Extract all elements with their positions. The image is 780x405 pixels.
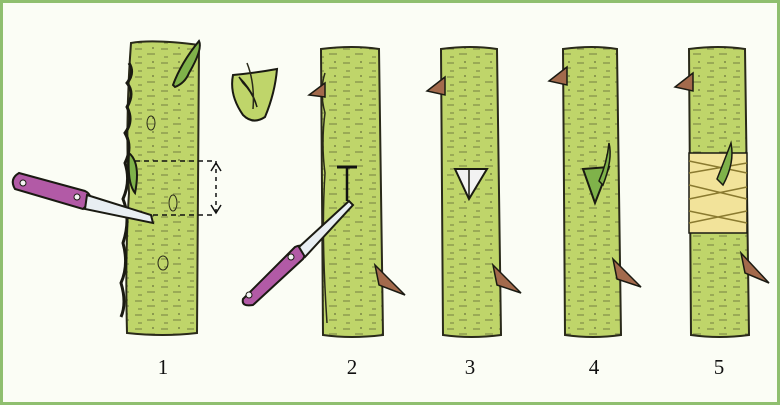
stem-2 xyxy=(309,47,405,337)
budding-illustration xyxy=(3,3,777,402)
step-label-4: 4 xyxy=(579,355,609,380)
step-label-2: 2 xyxy=(337,355,367,380)
raffia-binding-icon xyxy=(689,143,747,233)
step-label-3: 3 xyxy=(455,355,485,380)
bud-shield-icon xyxy=(232,63,277,121)
step-label-1: 1 xyxy=(148,355,178,380)
step-label-5: 5 xyxy=(704,355,734,380)
